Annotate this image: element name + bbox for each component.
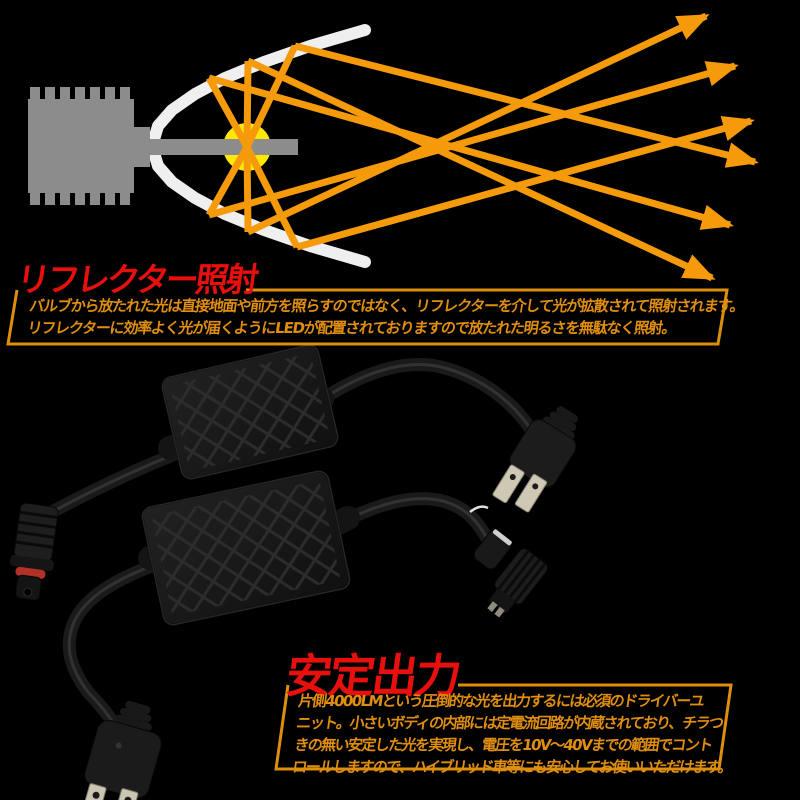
light-ray [243, 146, 252, 233]
cable-highlight [67, 560, 164, 730]
light-ray-arrow [246, 12, 710, 236]
metal-blade [110, 788, 139, 800]
connector-h4-male [492, 406, 579, 513]
light-ray-arrow [208, 74, 734, 230]
cable-lower-right [335, 492, 495, 547]
reflector-diagram [28, 12, 759, 282]
output-section-border [274, 683, 733, 771]
led-heatsink-icon [28, 87, 150, 205]
metal-blade [492, 464, 525, 504]
light-ray [243, 60, 252, 148]
light-rays [205, 12, 759, 282]
light-ray-arrow [296, 115, 755, 251]
cable-upper-right [311, 358, 540, 440]
light-ray-arrow [246, 57, 716, 282]
cable-lower-left [62, 555, 169, 735]
reflector-section-border [6, 288, 729, 346]
driver-unit-lower [141, 470, 351, 626]
cable-highlight [316, 363, 535, 435]
driver-unit-upper [161, 344, 339, 480]
output-section-line-1: 片側4000LMという圧倒的な光を出力するには必須のドライバーユ [297, 692, 705, 710]
reflector-section-line-1: バルブから放たれた光は直接地面や前方を照らすのではなく、リフレクターを介して光が… [28, 297, 745, 315]
cable-highlight [340, 497, 490, 542]
light-ray-arrow [294, 42, 759, 168]
connector-waterproof-round [9, 502, 59, 601]
product-photo [9, 344, 579, 800]
metal-blade [514, 473, 548, 513]
reflector-section-line-2: リフレクターに効率よく光が届くようにLEDが配置されておりますので放たれた明るさ… [26, 319, 677, 337]
light-ray [205, 145, 251, 217]
light-ray-arrow [208, 61, 739, 219]
connector-h4-plug-bottom [79, 700, 162, 800]
bulb-stem [134, 139, 298, 155]
connector-power-pair [469, 505, 549, 618]
output-section-line-2: ニット。小さいボディの内部には定電流回路が内蔵されており、チラつ [295, 714, 724, 732]
output-section-line-4: ロールしますので、ハイブリッド車等にも安心してお使いいただけます。 [291, 758, 733, 776]
wire-highlight [469, 505, 489, 513]
light-ray [205, 76, 251, 149]
metal-blade [79, 783, 107, 800]
reflector-section-heading: リフレクター照射 [14, 260, 259, 299]
output-section-line-3: きの無い安定した光を実現し、電圧を10V～40Vまでの範囲でコント [293, 736, 713, 754]
